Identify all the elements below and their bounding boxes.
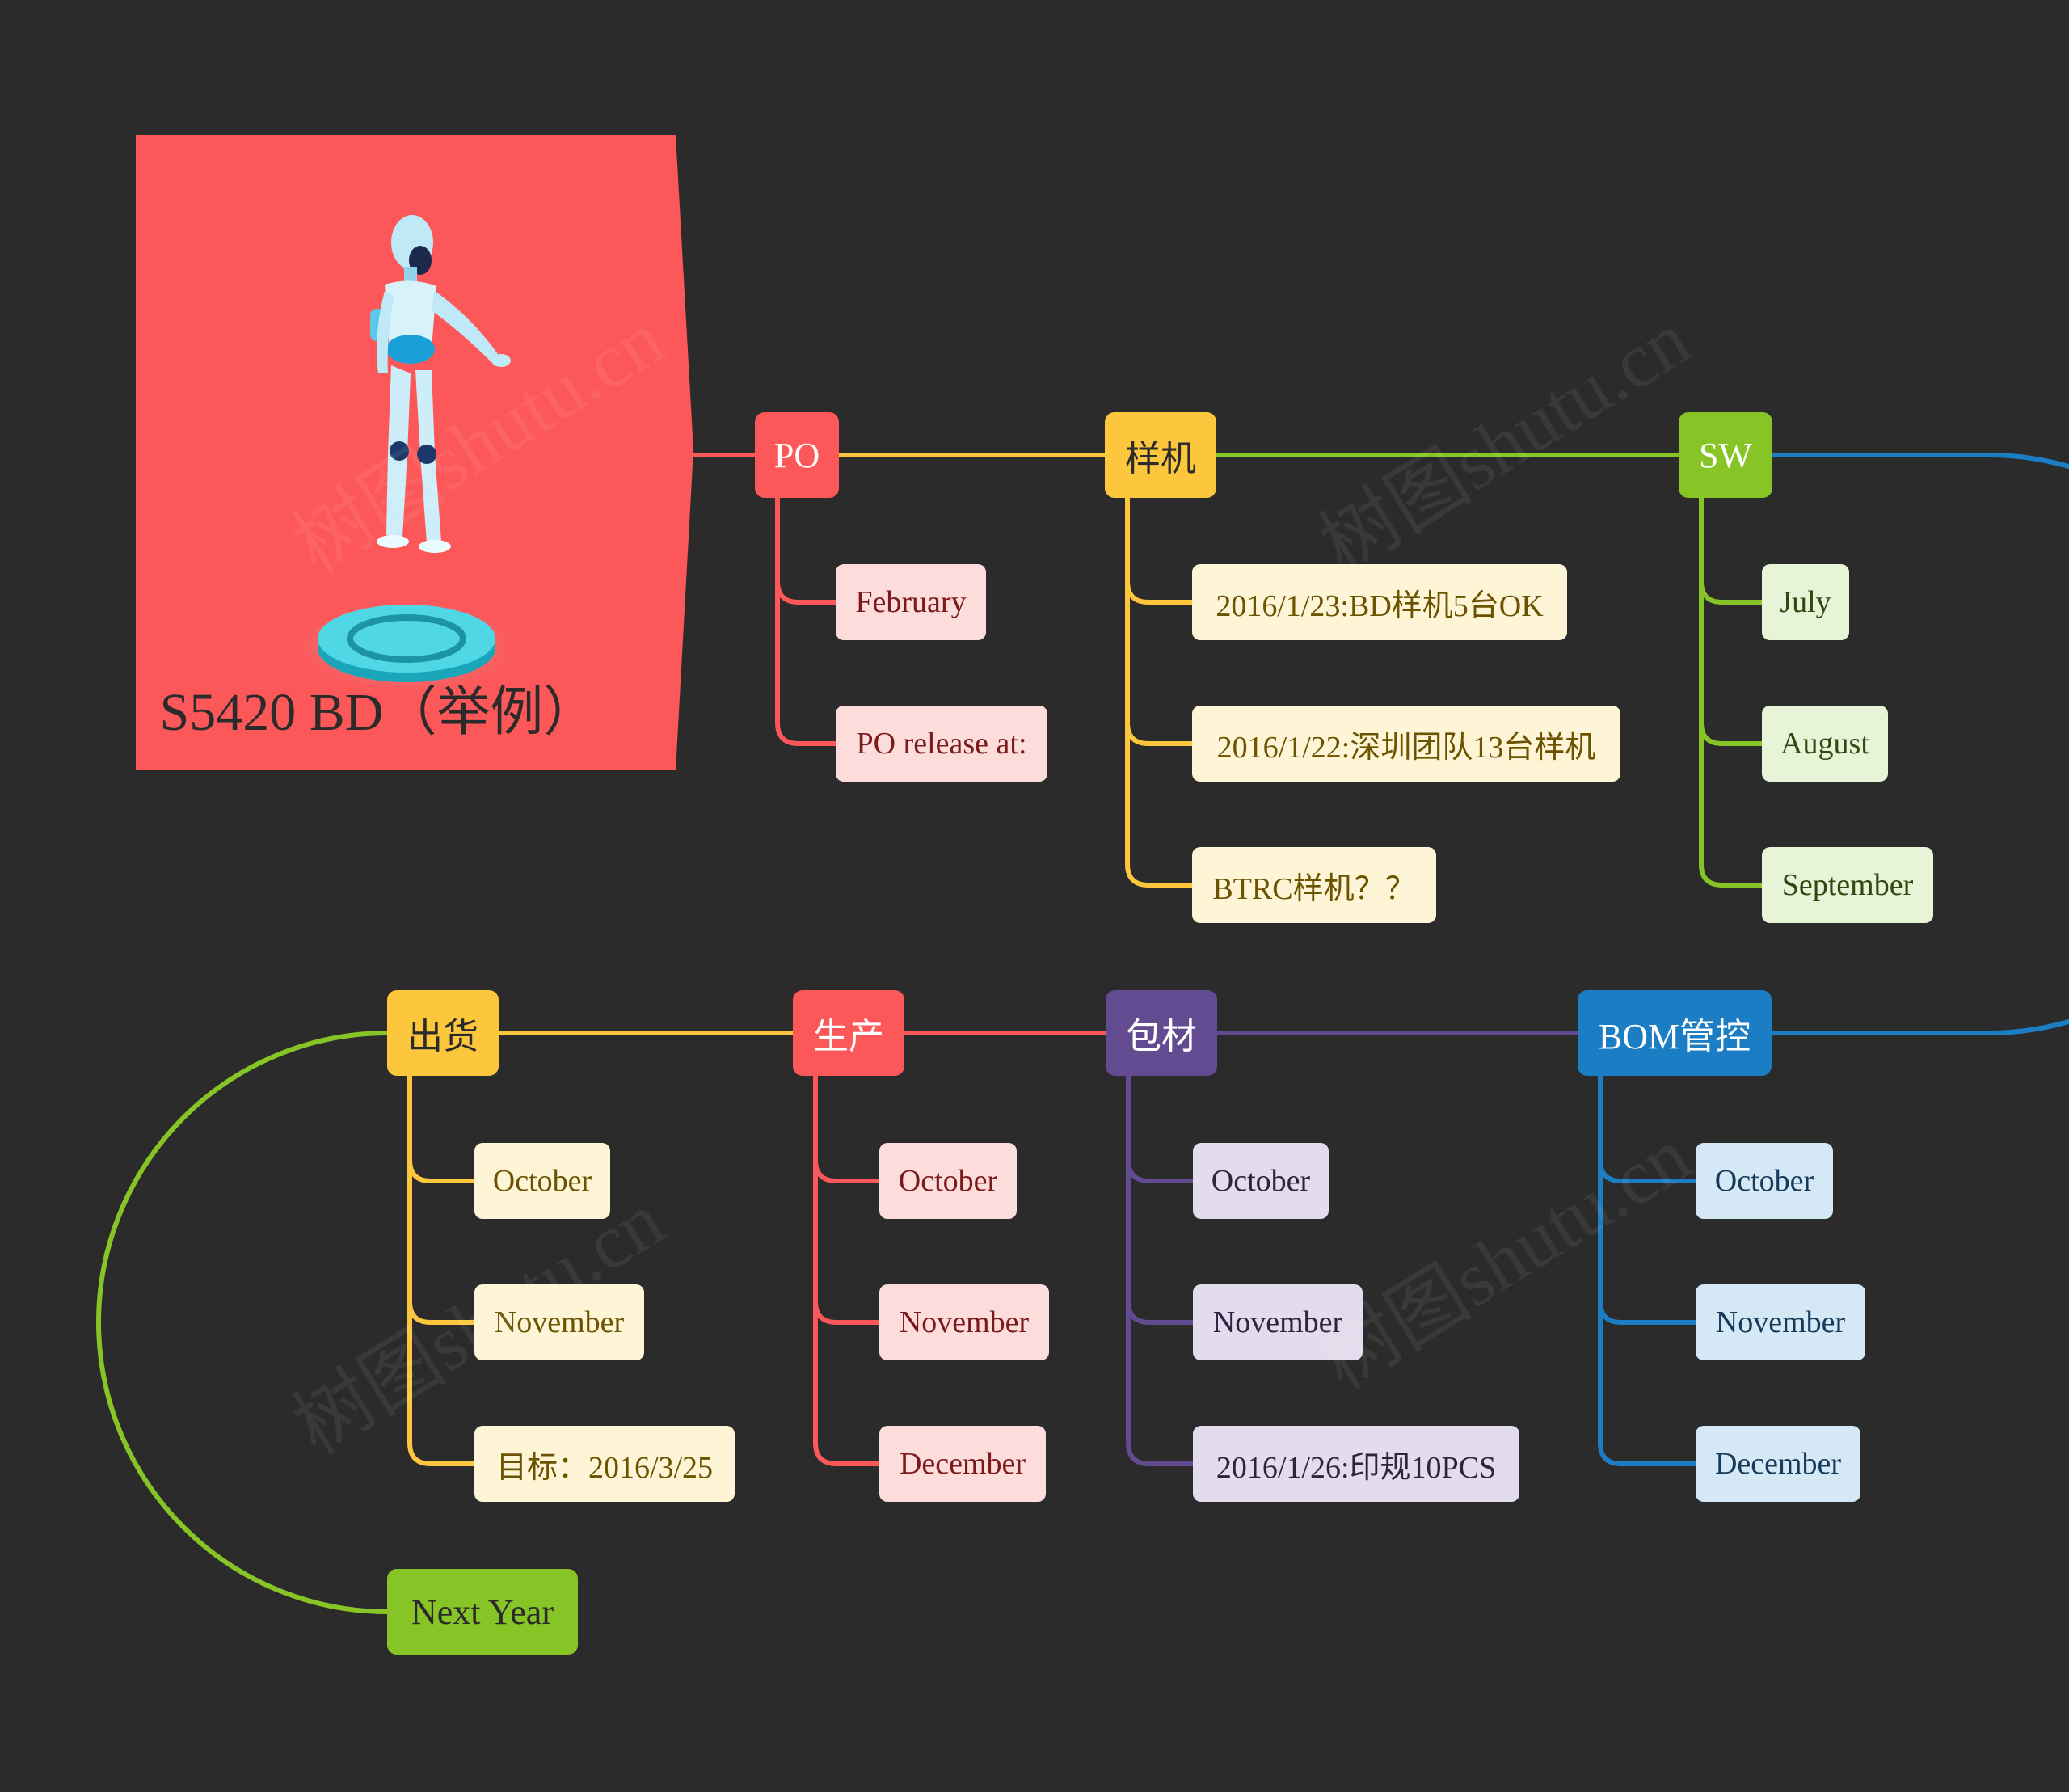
connector-line [1126,1073,1195,1325]
connector-line [775,495,838,746]
subtopic-production-2[interactable]: November [879,1284,1049,1360]
connector-line [813,1073,882,1183]
subtopic-shipping-1[interactable]: October [474,1143,610,1219]
connector-line [1598,1073,1698,1183]
connector-line [1598,1073,1698,1325]
connector-line [813,1073,882,1466]
robot-illustration [289,215,528,697]
connector-line [407,1073,477,1466]
subtopic-prototype-2[interactable]: 2016/1/22:深圳团队13台样机 [1192,706,1620,782]
root-topic[interactable]: S5420 BD（举例） [136,135,693,770]
connector-line [96,1031,390,1614]
subtopic-production-1[interactable]: October [879,1143,1017,1219]
subtopic-bom-2[interactable]: November [1696,1284,1865,1360]
connector-line [407,1073,477,1183]
connector-line [1598,1073,1698,1466]
connector-line [813,1073,882,1325]
subtopic-sw-1[interactable]: July [1762,564,1849,640]
topic-prototype[interactable]: 样机 [1105,412,1216,498]
topic-packaging[interactable]: 包材 [1106,990,1217,1076]
connector-line [407,1073,477,1325]
connector-line [1125,495,1195,746]
topic-sw[interactable]: SW [1679,412,1772,498]
topic-next-year[interactable]: Next Year [387,1569,578,1655]
subtopic-production-3[interactable]: December [879,1426,1046,1502]
topic-production[interactable]: 生产 [793,990,904,1076]
connector-line [1699,495,1764,888]
subtopic-bom-3[interactable]: December [1696,1426,1860,1502]
topic-shipping[interactable]: 出货 [387,990,499,1076]
subtopic-prototype-3[interactable]: BTRC样机？？ [1192,847,1436,923]
root-title: S5420 BD（举例） [159,683,597,742]
connector-line [1125,495,1195,888]
subtopic-shipping-3[interactable]: 目标：2016/3/25 [474,1426,735,1502]
subtopic-bom-1[interactable]: October [1696,1143,1833,1219]
topic-bom[interactable]: BOM管控 [1578,990,1772,1076]
connector-line [1699,495,1764,746]
subtopic-shipping-2[interactable]: November [474,1284,644,1360]
connector-line [1126,1073,1195,1466]
subtopic-prototype-1[interactable]: 2016/1/23:BD样机5台OK [1192,564,1567,640]
connector-line [1126,1073,1195,1183]
subtopic-packaging-1[interactable]: October [1193,1143,1329,1219]
subtopic-packaging-2[interactable]: November [1193,1284,1363,1360]
subtopic-po-2[interactable]: PO release at: [836,706,1047,782]
connector-line [1125,495,1195,605]
subtopic-packaging-3[interactable]: 2016/1/26:印规10PCS [1193,1426,1519,1502]
topic-po[interactable]: PO [755,412,839,498]
connector-line [1699,495,1764,605]
subtopic-sw-3[interactable]: September [1762,847,1933,923]
subtopic-po-1[interactable]: February [836,564,986,640]
subtopic-sw-2[interactable]: August [1762,706,1888,782]
connector-line [775,495,838,605]
